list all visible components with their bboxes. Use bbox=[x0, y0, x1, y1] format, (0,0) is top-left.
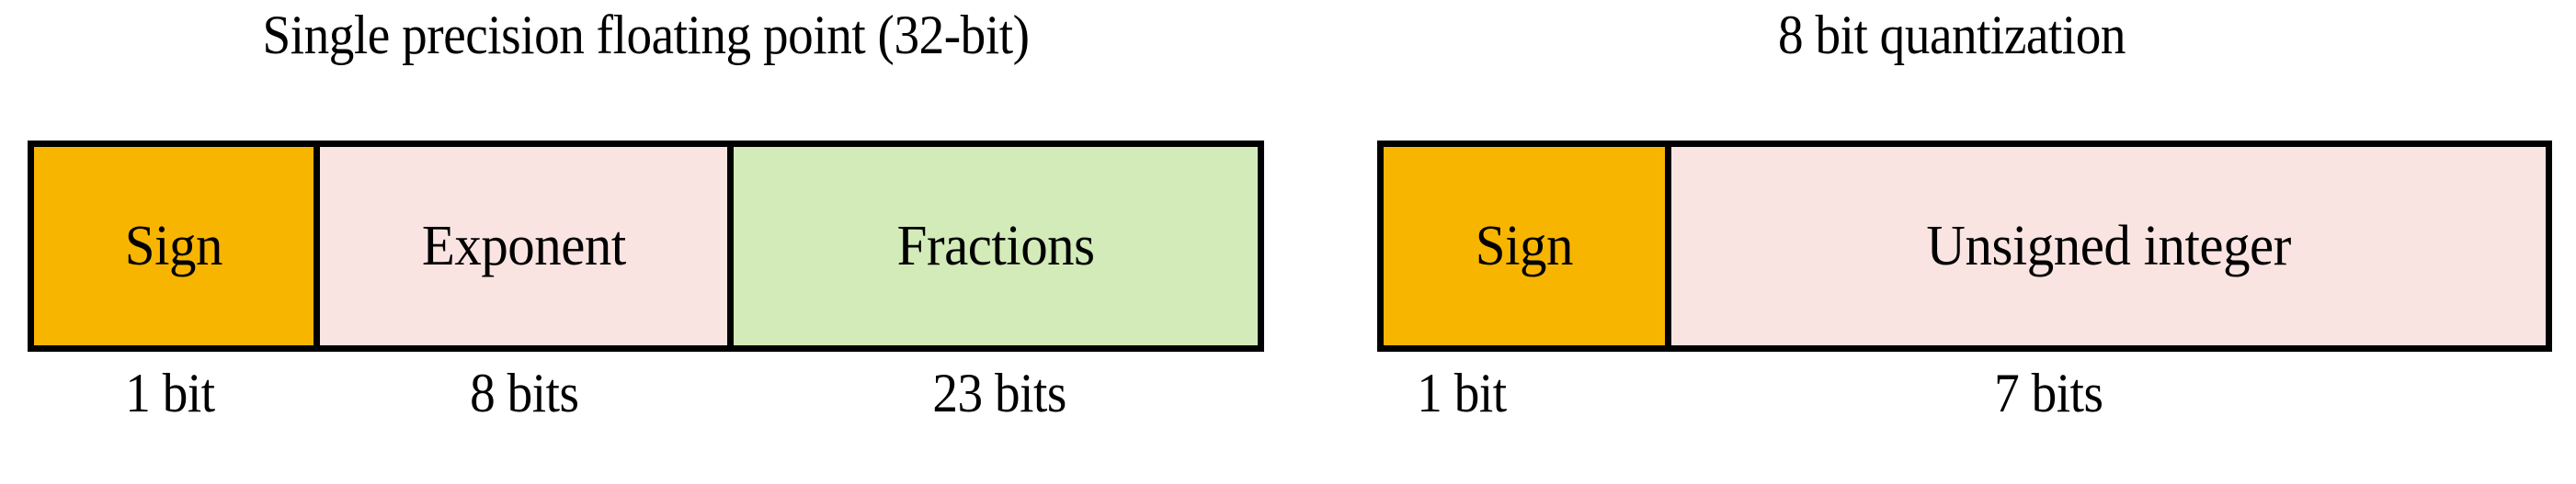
bitwidth-cell-exponent: 8 bits bbox=[313, 360, 735, 443]
bitfield-bar-eight-bit-quantization: Sign Unsigned integer bbox=[1377, 141, 2552, 352]
bitwidth-cell-fractions: 23 bits bbox=[735, 360, 1264, 443]
bitfield-segment-fractions[interactable]: Fractions bbox=[727, 147, 1258, 345]
bitwidth-label-sign: 1 bit bbox=[125, 363, 215, 423]
diagram-single-precision-float: Single precision floating point (32-bit)… bbox=[28, 0, 1264, 484]
bitfield-segment-sign-label: Sign bbox=[124, 215, 223, 277]
bitfield-segment-fractions-label: Fractions bbox=[896, 215, 1095, 277]
diagram-title-single-precision-float: Single precision floating point (32-bit) bbox=[262, 5, 1030, 65]
bitfield-bar-single-precision-float: Sign Exponent Fractions bbox=[28, 141, 1264, 352]
bitwidth-cell-sign-quant: 1 bit bbox=[1377, 360, 1545, 443]
diagram-title-eight-bit-quantization: 8 bit quantization bbox=[1777, 5, 2126, 65]
diagram-eight-bit-quantization: 8 bit quantization Sign Unsigned integer… bbox=[1377, 0, 2552, 484]
bitfield-segment-unsigned-integer[interactable]: Unsigned integer bbox=[1664, 147, 2546, 345]
bitwidth-cell-sign: 1 bit bbox=[28, 360, 313, 443]
bitfield-segment-sign-quant[interactable]: Sign bbox=[1384, 147, 1665, 345]
bitfield-segment-unsigned-integer-label: Unsigned integer bbox=[1926, 215, 2291, 277]
bitwidth-label-unsigned-integer: 7 bits bbox=[1994, 363, 2103, 423]
bitwidth-cell-unsigned-integer: 7 bits bbox=[1545, 360, 2552, 443]
bitfield-segment-exponent[interactable]: Exponent bbox=[313, 147, 728, 345]
bitwidth-label-sign-quant: 1 bit bbox=[1416, 363, 1507, 423]
bitwidth-annotations-single-precision-float: 1 bit 8 bits 23 bits bbox=[28, 360, 1264, 443]
bitwidth-label-fractions: 23 bits bbox=[932, 363, 1067, 423]
bitfield-segment-sign[interactable]: Sign bbox=[34, 147, 313, 345]
bitfield-segment-exponent-label: Exponent bbox=[421, 215, 626, 277]
bitwidth-label-exponent: 8 bits bbox=[469, 363, 579, 423]
bitwidth-annotations-eight-bit-quantization: 1 bit 7 bits bbox=[1377, 360, 2552, 443]
bitfield-segment-sign-quant-label: Sign bbox=[1475, 215, 1574, 277]
